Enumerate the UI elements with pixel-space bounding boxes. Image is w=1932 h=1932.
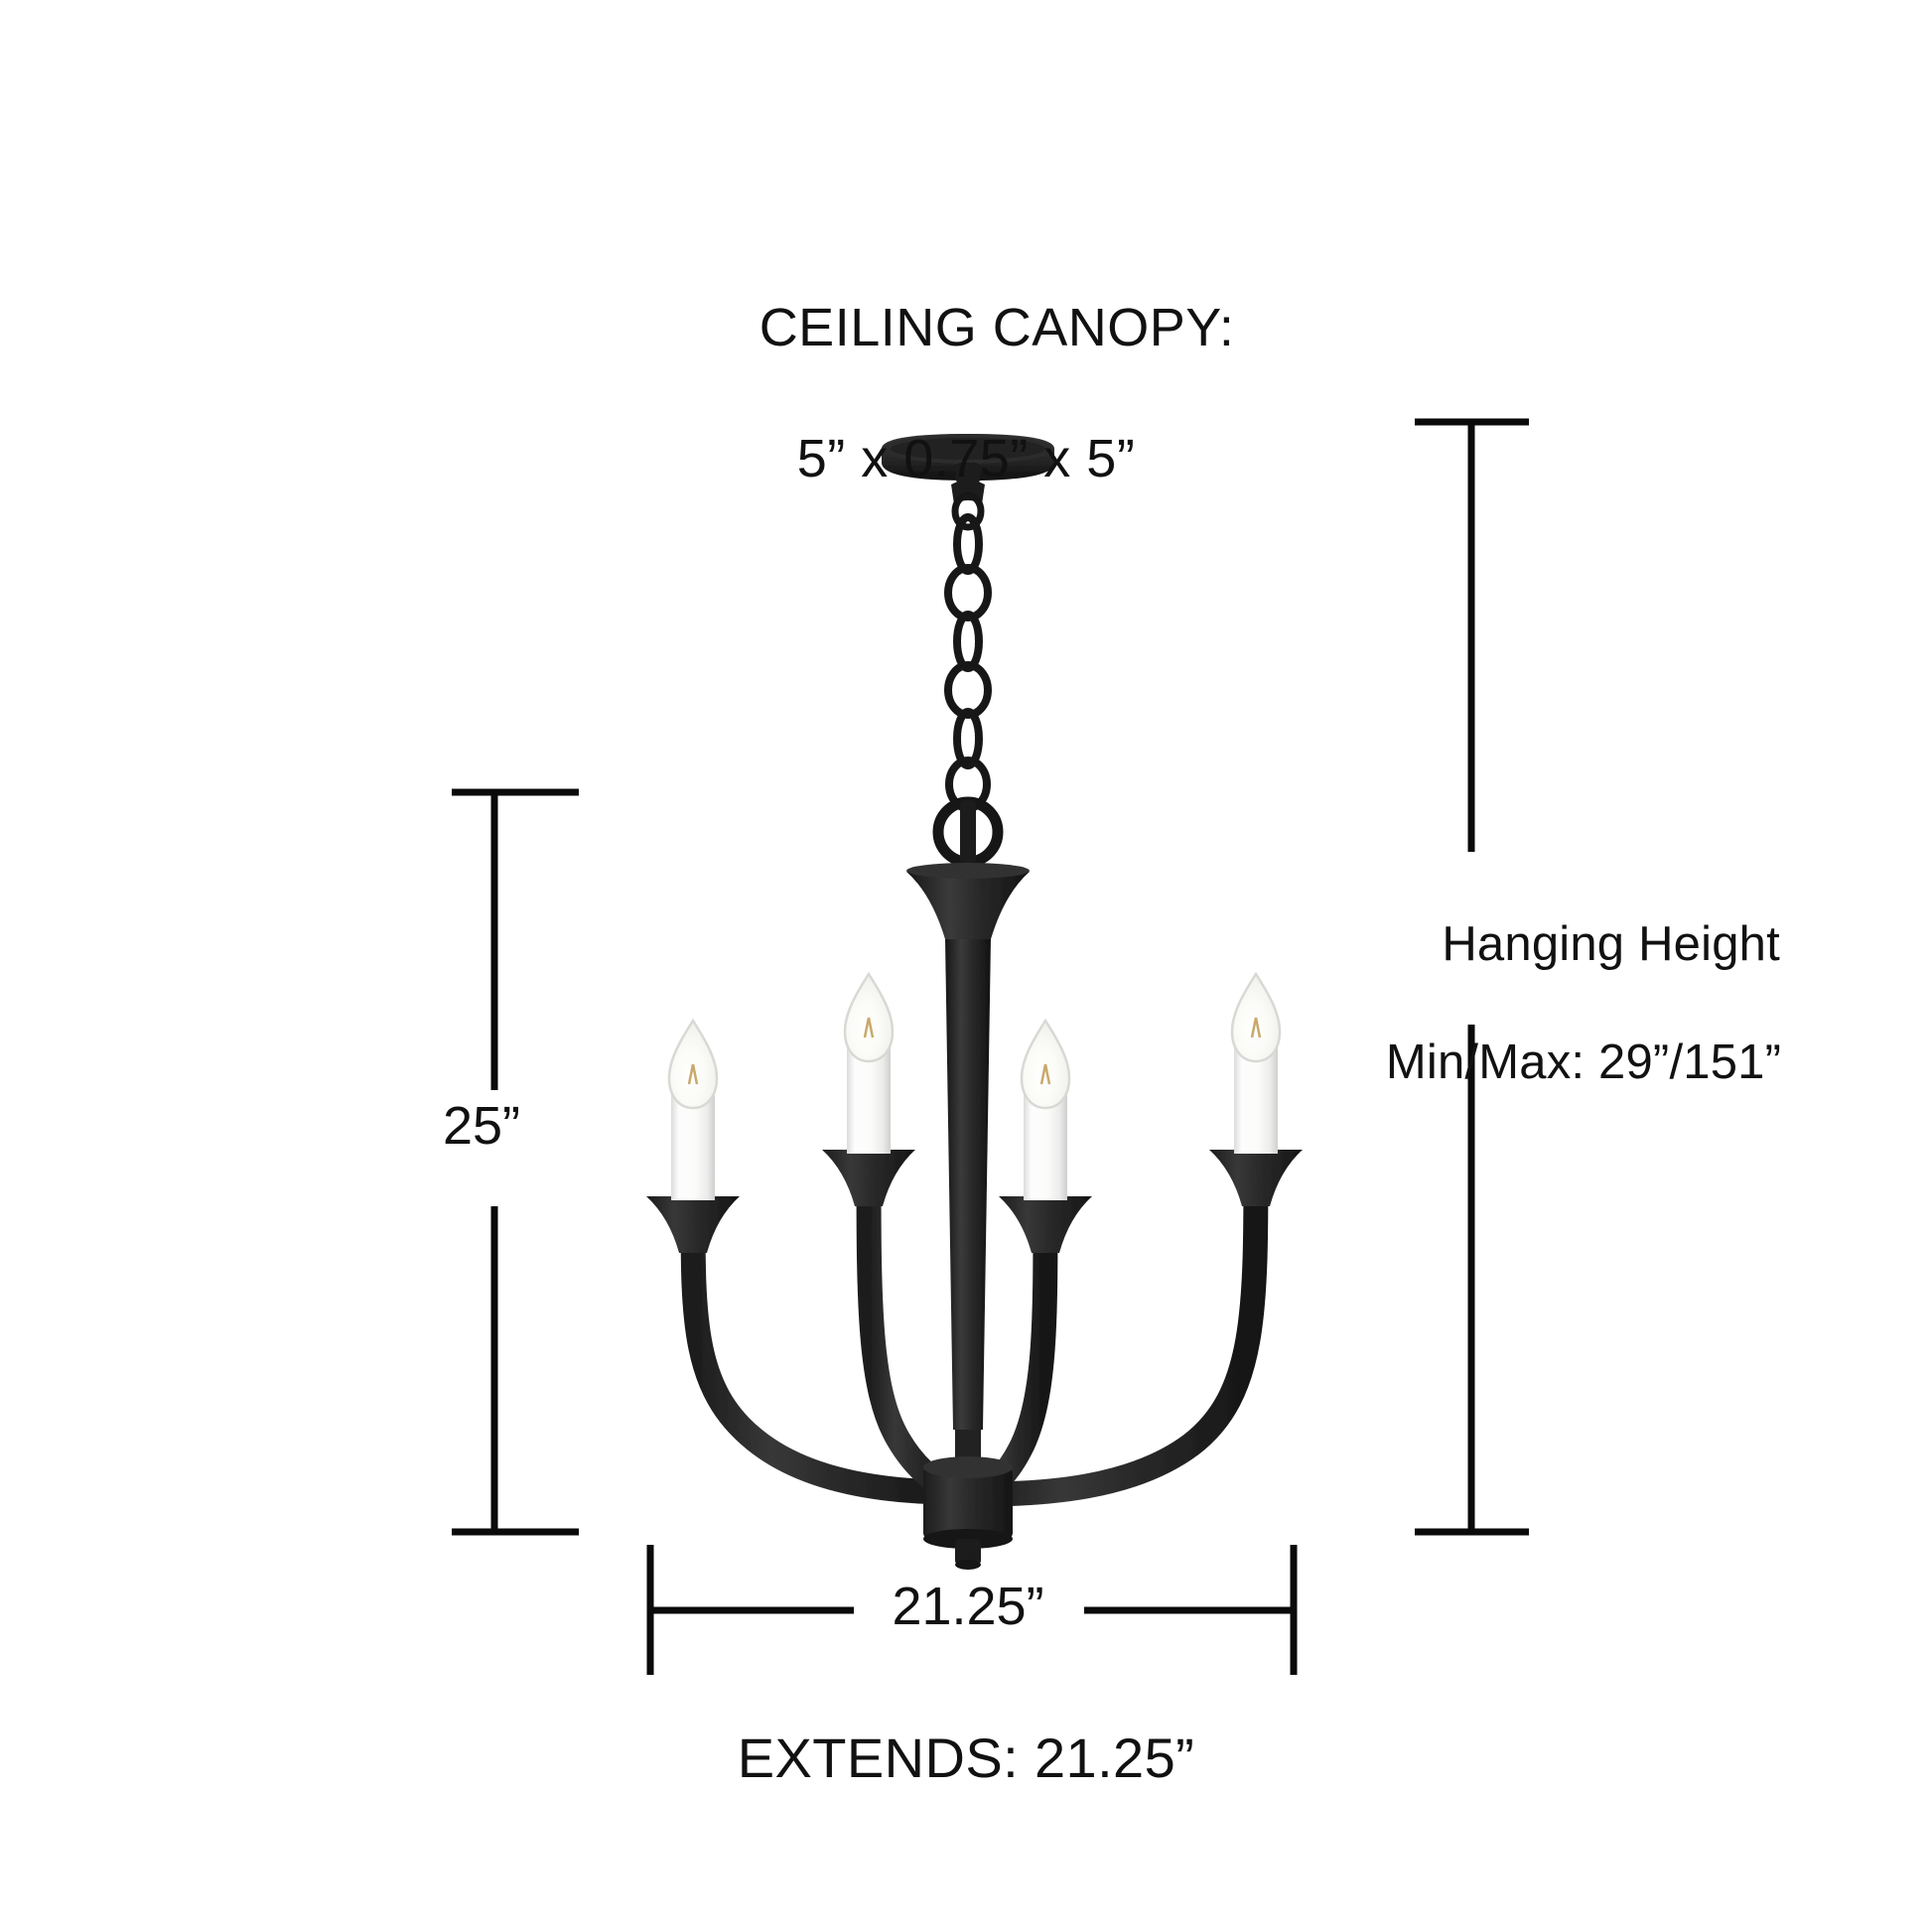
candle-bulbs <box>667 971 1282 1110</box>
center-hub <box>923 1430 1013 1570</box>
width-dimension-label: 21.25” <box>892 1577 1044 1636</box>
height-dimension <box>452 788 579 1536</box>
arm-2 <box>856 1147 968 1505</box>
ceiling-canopy-title: CEILING CANOPY: <box>759 297 1235 357</box>
candle-bobeches <box>646 1150 1303 1253</box>
hanging-height-dimension <box>1415 418 1529 1536</box>
chandelier-fixture <box>646 434 1303 1570</box>
ceiling-canopy-dimensions: 5” x 0.75” x 5” <box>796 428 1136 488</box>
center-stem <box>945 939 991 1430</box>
arm-4 <box>968 1147 1269 1507</box>
bobeche-3 <box>999 1196 1092 1253</box>
bobeche-4 <box>1209 1150 1303 1206</box>
bobeche-2 <box>822 1150 915 1206</box>
bulb-4 <box>1230 971 1282 1063</box>
height-dimension-label: 25” <box>442 1096 521 1156</box>
hanging-height-values: Min/Max: 29”/151” <box>1385 1035 1782 1090</box>
arm-1 <box>680 1193 968 1505</box>
bobeche-1 <box>646 1196 740 1253</box>
canopy-loop <box>951 463 985 531</box>
stem-finial <box>906 863 1030 939</box>
ceiling-canopy <box>882 434 1054 481</box>
hanging-height-label: Hanging Height Min/Max: 29”/151” <box>1246 856 1921 1212</box>
extends-label: EXTENDS: 21.25” <box>737 1726 1195 1789</box>
bulb-3 <box>1020 1018 1071 1110</box>
dimension-lines <box>452 418 1529 1675</box>
width-dimension <box>646 1545 1298 1675</box>
bulb-1 <box>667 1018 719 1110</box>
ceiling-canopy-label: CEILING CANOPY: 5” x 0.75” x 5” <box>370 230 1562 622</box>
hanging-height-title: Hanging Height <box>1442 916 1780 971</box>
ring-connector <box>932 796 1004 868</box>
bulb-2 <box>843 971 895 1063</box>
